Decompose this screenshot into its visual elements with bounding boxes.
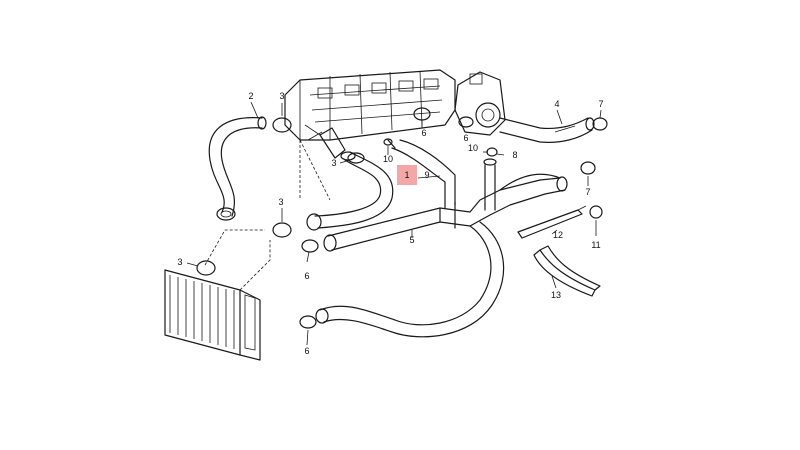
throttle-body: [454, 71, 506, 136]
label-9: 9: [424, 170, 429, 180]
hose-holder-13: [533, 245, 601, 297]
label-7a: 7: [598, 99, 603, 109]
small-hose-10: [383, 138, 396, 149]
label-12: 12: [553, 230, 563, 240]
cylinder-head: [284, 69, 456, 201]
label-6b: 6: [463, 133, 468, 143]
label-8: 8: [512, 150, 517, 160]
label-3b: 3: [331, 158, 336, 168]
label-4: 4: [554, 99, 559, 109]
label-1: 1: [404, 170, 409, 180]
radiator: [164, 229, 271, 361]
hose-4: [499, 117, 595, 143]
label-6c: 6: [304, 271, 309, 281]
hose-5: [315, 173, 568, 338]
label-11: 11: [591, 240, 600, 250]
clamps: [196, 107, 608, 329]
part-labels: 1 2 3 3 3 3 4 5 6 6 6 6 7 7 8 9 10 10 11…: [177, 91, 603, 356]
leader-lines: [186, 101, 602, 346]
hose-2: [208, 116, 267, 221]
label-10b: 10: [383, 154, 393, 164]
cable-tie-12: [517, 205, 587, 239]
label-13: 13: [551, 290, 561, 300]
hose-9: [391, 139, 497, 211]
label-10a: 10: [468, 143, 478, 153]
hose-1: [304, 124, 394, 231]
highlight-box: [397, 165, 417, 185]
label-5: 5: [409, 235, 414, 245]
label-6d: 6: [304, 346, 309, 356]
label-7b: 7: [585, 187, 590, 197]
label-3c: 3: [278, 197, 283, 207]
label-2: 2: [248, 91, 253, 101]
label-6a: 6: [421, 128, 426, 138]
label-3d: 3: [177, 257, 182, 267]
label-3a: 3: [279, 91, 284, 101]
